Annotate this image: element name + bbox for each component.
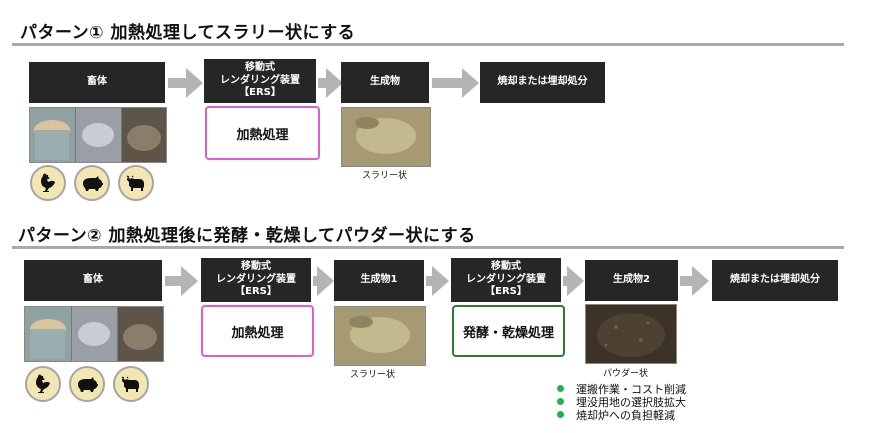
benefit-text: 運搬作業・コスト削減 bbox=[576, 382, 686, 396]
p1-disposal-label: 焼却または埋却処分 bbox=[497, 76, 588, 88]
benefit-text: 焼却炉への負担軽減 bbox=[576, 408, 675, 422]
p1-slurry-photo bbox=[341, 107, 431, 167]
p2-step-ers1: 移動式 レンダリング装置 【ERS】 bbox=[201, 258, 311, 302]
p1-slurry-caption: スラリー状 bbox=[362, 171, 408, 181]
p2-ferment-dry-process: 発酵・乾燥処理 bbox=[452, 305, 565, 357]
p1-step-livestock: 畜体 bbox=[29, 62, 165, 103]
p1-arrow-2 bbox=[318, 68, 343, 98]
p1-step-ers: 移動式 レンダリング装置 【ERS】 bbox=[204, 59, 316, 103]
p2-step-product1: 生成物1 bbox=[334, 260, 424, 301]
chicken-icon bbox=[25, 366, 61, 402]
p2-ferment-dry-label: 発酵・乾燥処理 bbox=[462, 325, 554, 341]
list-item: 焼却炉への負担軽減 bbox=[557, 408, 686, 422]
p2-slurry-photo bbox=[334, 306, 426, 366]
p1-step-livestock-label: 畜体 bbox=[87, 76, 107, 88]
pig-icon bbox=[69, 366, 105, 402]
p2-step-product2: 生成物2 bbox=[585, 260, 678, 301]
p2-heat-process-label: 加熱処理 bbox=[231, 325, 284, 341]
p2-ers1-line1: 移動式 bbox=[241, 261, 271, 273]
benefits-list: 運搬作業・コスト削減 埋没用地の選択肢拡大 焼却炉への負担軽減 bbox=[557, 382, 686, 422]
p1-arrow-1 bbox=[168, 68, 203, 98]
p2-carcass-photo bbox=[24, 306, 164, 362]
cow-icon bbox=[118, 165, 154, 201]
p2-step-livestock: 畜体 bbox=[24, 260, 162, 301]
pig-icon bbox=[74, 165, 110, 201]
p2-ers1-line3: 【ERS】 bbox=[235, 286, 277, 298]
pattern1-divider bbox=[12, 43, 844, 46]
p1-ers-line2: レンダリング装置 bbox=[220, 74, 300, 86]
p2-heat-process: 加熱処理 bbox=[201, 305, 314, 357]
p2-ers2-line3: 【ERS】 bbox=[485, 286, 527, 298]
bullet-dot bbox=[557, 398, 564, 405]
p2-arrow-2 bbox=[313, 266, 334, 296]
p1-carcass-photo bbox=[29, 107, 167, 163]
p2-step-disposal: 焼却または埋却処分 bbox=[712, 260, 838, 301]
p2-powder-caption: パウダー状 bbox=[603, 369, 649, 379]
p2-ers1-line2: レンダリング装置 bbox=[216, 273, 296, 285]
p2-product1-label: 生成物1 bbox=[360, 274, 398, 286]
p2-arrow-4 bbox=[563, 266, 584, 296]
p2-arrow-1 bbox=[165, 266, 198, 296]
p2-ers2-line2: レンダリング装置 bbox=[466, 273, 546, 285]
p2-powder-photo bbox=[585, 304, 677, 364]
bullet-dot bbox=[557, 385, 564, 392]
benefit-text: 埋没用地の選択肢拡大 bbox=[576, 395, 686, 409]
list-item: 運搬作業・コスト削減 bbox=[557, 382, 686, 396]
p2-arrow-3 bbox=[426, 266, 449, 296]
chicken-icon bbox=[30, 165, 66, 201]
p1-arrow-3 bbox=[432, 68, 479, 98]
pattern2-divider bbox=[12, 246, 844, 249]
p2-ers2-line1: 移動式 bbox=[491, 261, 521, 273]
p1-heat-process-label: 加熱処理 bbox=[236, 127, 289, 143]
p2-step-ers2: 移動式 レンダリング装置 【ERS】 bbox=[451, 258, 561, 302]
p1-step-product: 生成物 bbox=[341, 62, 429, 103]
p2-arrow-5 bbox=[680, 266, 709, 296]
pattern1-title: パターン① 加熱処理してスラリー状にする bbox=[20, 23, 356, 43]
p1-heat-process: 加熱処理 bbox=[205, 106, 320, 160]
bullet-dot bbox=[557, 411, 564, 418]
p1-ers-line3: 【ERS】 bbox=[239, 87, 281, 99]
pattern2-title: パターン② 加熱処理後に発酵・乾燥してパウダー状にする bbox=[18, 226, 476, 246]
p1-step-disposal: 焼却または埋却処分 bbox=[480, 62, 605, 103]
p2-animal-icons bbox=[25, 366, 149, 402]
p2-product2-label: 生成物2 bbox=[613, 274, 650, 286]
cow-icon bbox=[113, 366, 149, 402]
p2-livestock-label: 畜体 bbox=[83, 274, 103, 286]
p1-product-label: 生成物 bbox=[370, 76, 400, 88]
p2-slurry-caption: スラリー状 bbox=[350, 370, 396, 380]
p2-disposal-label: 焼却または埋却処分 bbox=[730, 274, 820, 286]
list-item: 埋没用地の選択肢拡大 bbox=[557, 395, 686, 409]
p1-animal-icons bbox=[30, 165, 154, 201]
p1-ers-line1: 移動式 bbox=[245, 62, 275, 74]
